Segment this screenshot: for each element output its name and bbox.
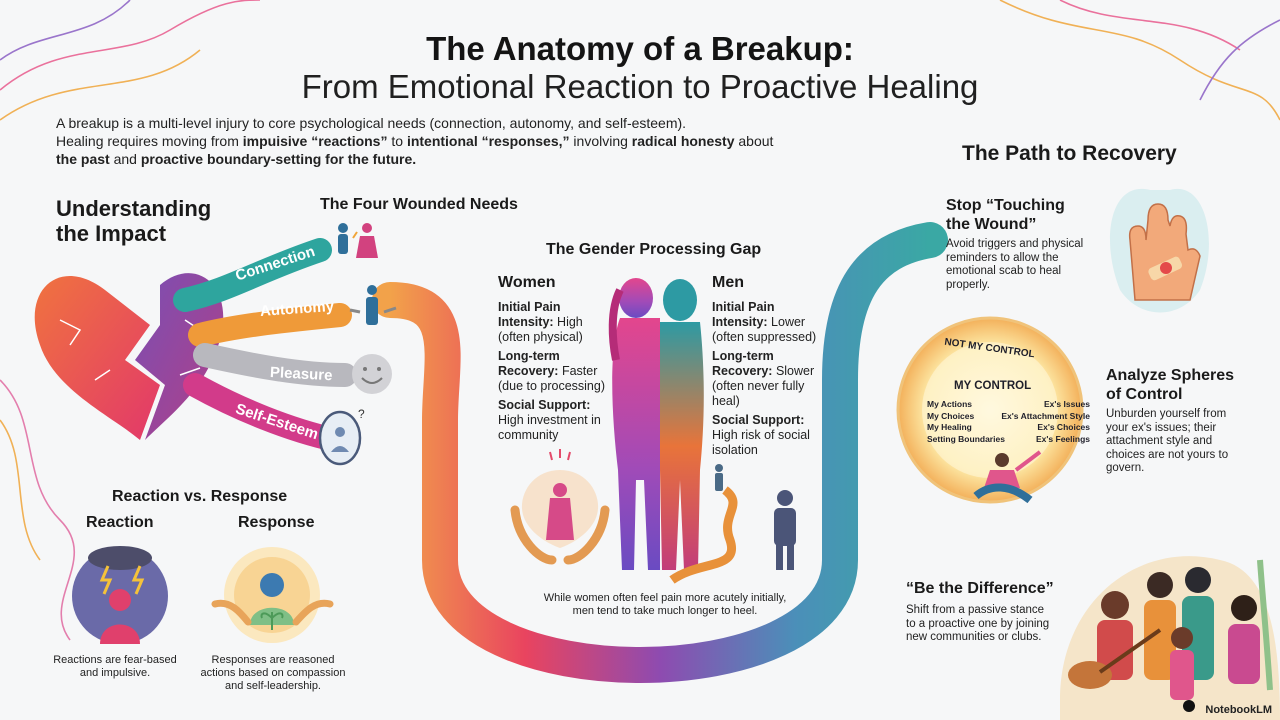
recovery-path: [372, 222, 948, 683]
men-recovery-label: Long-term Recovery:: [712, 349, 774, 378]
intro-text: and: [109, 151, 141, 167]
community-group-icon: [1060, 556, 1280, 720]
notebooklm-logo-icon: [1183, 700, 1195, 712]
my-control-item: My Choices: [927, 410, 975, 421]
intro-emphasis: the past: [56, 151, 110, 167]
intro-text: about: [734, 133, 774, 149]
intro-emphasis: proactive boundary-setting for the futur…: [140, 151, 417, 167]
bandaged-hand-icon: [1110, 188, 1209, 313]
response-calm-icon: [211, 547, 334, 643]
men-pain-value: Lower (often suppressed): [712, 315, 817, 344]
notebooklm-brand: NotebookLM: [1205, 704, 1272, 716]
intro-paragraph: A breakup is a multi-level injury to cor…: [56, 114, 776, 168]
not-my-control-item: Ex's Feelings: [1036, 433, 1090, 444]
women-support-value: High investment in community: [498, 413, 601, 442]
connection-people-icon: [338, 223, 378, 258]
winding-road-icon: [669, 464, 738, 584]
intro-emphasis: intentional “responses,”: [406, 133, 570, 149]
intro-text: involving: [569, 133, 632, 149]
woman-silhouette-icon: [608, 278, 660, 570]
reaction-storm-icon: [72, 546, 168, 644]
gender-gap-heading: The Gender Processing Gap: [546, 241, 762, 258]
self-esteem-mirror-icon: ?: [318, 407, 365, 466]
wound-text: Avoid triggers and physical reminders to…: [946, 238, 1084, 291]
gender-gap-caption: While women often feel pain more acutely…: [543, 592, 787, 617]
not-my-control-list: Ex's Issues Ex's Attachment Style Ex's C…: [978, 399, 1090, 445]
spheres-title: Analyze Spheres of Control: [1106, 367, 1235, 403]
my-control-list: My Actions My Choices My Healing Setting…: [927, 399, 1005, 445]
intro-emphasis: impuisive “reactions”: [242, 133, 388, 149]
women-column-title: Women: [498, 274, 556, 291]
needs-heading: The Four Wounded Needs: [320, 196, 518, 213]
my-control-item: My Actions: [927, 399, 973, 409]
reaction-title: Reaction: [86, 514, 154, 531]
women-column: Initial Pain Intensity: High (often phys…: [498, 300, 613, 443]
men-column-title: Men: [712, 274, 744, 291]
reaction-response-heading: Reaction vs. Response: [112, 488, 288, 505]
women-pain-label: Initial Pain Intensity:: [498, 300, 561, 329]
page-subtitle: From Emotional Reaction to Proactive Hea…: [301, 68, 979, 105]
response-caption: Responses are reasoned actions based on …: [200, 654, 346, 692]
not-my-control-item: Ex's Issues: [1044, 399, 1090, 409]
my-control-item: Setting Boundaries: [927, 433, 1005, 444]
intro-text: to: [387, 133, 407, 149]
not-my-control-item: Ex's Attachment Style: [1001, 410, 1090, 421]
my-control-item: My Healing: [927, 422, 972, 432]
difference-text: Shift from a passive stance to a proacti…: [906, 604, 1050, 643]
response-title: Response: [238, 514, 315, 531]
intro-text: Healing requires moving from: [56, 133, 243, 149]
my-control-label: MY CONTROL: [954, 380, 1032, 392]
svg-text:?: ?: [358, 407, 365, 421]
impact-heading: Understanding the Impact: [56, 196, 212, 246]
intro-emphasis: radical honesty: [631, 133, 735, 149]
page-title: The Anatomy of a Breakup:: [426, 30, 854, 67]
pleasure-face-icon: [352, 354, 392, 394]
men-support-label: Social Support:: [712, 413, 805, 427]
women-support-label: Social Support:: [498, 398, 591, 412]
autonomy-person-icon: [349, 285, 397, 325]
women-recovery-value: Faster (due to processing): [498, 364, 606, 393]
man-silhouette-icon: [660, 279, 704, 570]
men-pain-label: Initial Pain Intensity:: [712, 300, 775, 329]
corner-swirls: [0, 0, 1280, 641]
sphere-of-control-icon: [896, 316, 1084, 504]
recovery-heading: The Path to Recovery: [962, 142, 1177, 165]
women-pain-value: High (often physical): [498, 315, 583, 344]
need-label-pleasure: Pleasure: [269, 364, 333, 385]
men-support-value: High risk of social isolation: [712, 428, 810, 457]
difference-title: “Be the Difference”: [906, 580, 1054, 597]
spheres-text: Unburden yourself from your ex's issues;…: [1106, 408, 1229, 474]
broken-heart-icon: [34, 273, 224, 440]
wound-title: Stop “Touching the Wound”: [946, 197, 1065, 233]
intro-line-1: A breakup is a multi-level injury to cor…: [56, 115, 687, 131]
reaction-caption: Reactions are fear-based and impulsive.: [53, 654, 177, 679]
supportive-hands-icon: [510, 449, 610, 565]
women-recovery-label: Long-term Recovery:: [498, 349, 560, 378]
not-my-control-item: Ex's Choices: [1037, 422, 1090, 432]
men-column: Initial Pain Intensity: Lower (often sup…: [712, 300, 832, 458]
men-recovery-value: Slower (often never fully heal): [712, 364, 815, 408]
lonely-man-icon: [774, 490, 796, 570]
